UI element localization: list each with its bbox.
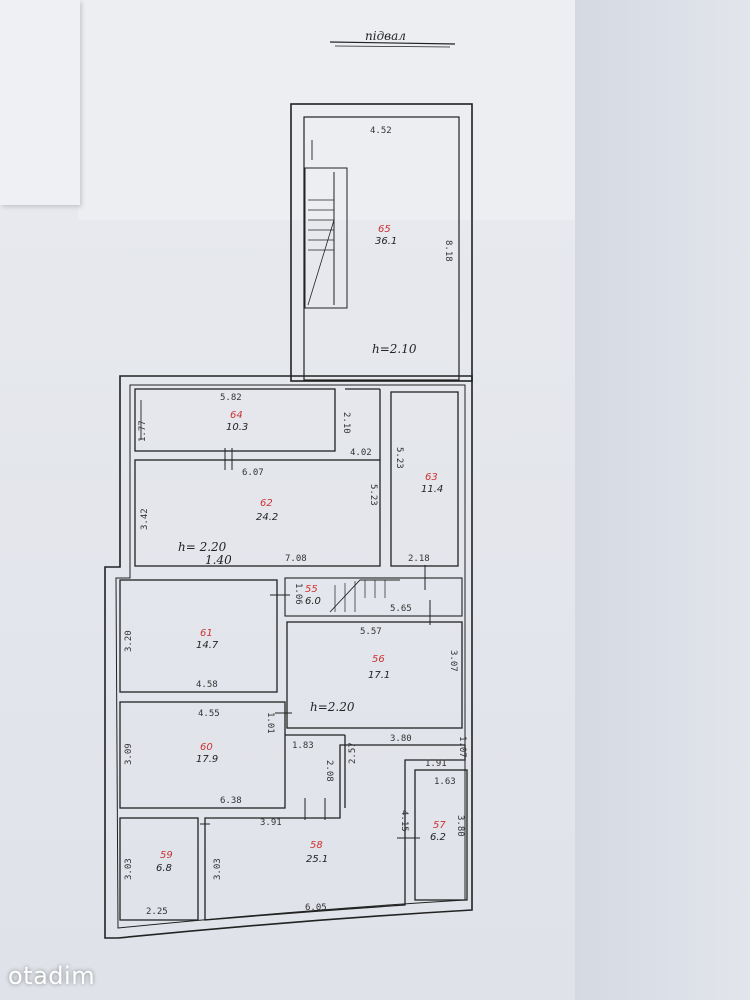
dim-label: 1.77 [138, 420, 148, 442]
room-area: 6.2 [430, 832, 446, 843]
room-number: 55 [305, 584, 318, 595]
dim-label: 4.52 [370, 126, 392, 136]
watermark-logo: otadim [8, 962, 96, 990]
room-height: h=2.10 [372, 342, 417, 356]
room-number: 63 [425, 472, 438, 483]
dim-label: 3.80 [390, 734, 412, 744]
room-height: h=2.20 [310, 700, 355, 714]
room-number: 60 [200, 742, 213, 753]
dim-label: 2.10 [341, 412, 351, 434]
dim-label: 2.57 [348, 742, 358, 764]
room-area: 25.1 [306, 854, 328, 865]
room-number: 56 [372, 654, 385, 665]
dim-label: 1.91 [425, 759, 447, 769]
dim-label: 6.38 [220, 796, 242, 806]
dim-label: 7.08 [285, 554, 307, 564]
dim-label: 2.18 [408, 554, 430, 564]
room-area: 17.1 [368, 670, 390, 681]
room-number: 64 [230, 410, 243, 421]
room-number: 62 [260, 498, 273, 509]
room-height: h= 2.20 [178, 540, 227, 554]
dim-label: 3.42 [140, 508, 150, 530]
dim-label: 3.07 [448, 650, 458, 672]
dim-label: 1.06 [293, 583, 303, 605]
room-number: 61 [200, 628, 213, 639]
plan-title: підвал [365, 29, 406, 43]
dim-label: 5.23 [394, 447, 404, 469]
paper-edge-right [575, 0, 750, 1000]
room-area: 14.7 [196, 640, 219, 651]
paper-fold-left [0, 0, 80, 205]
dim-label: 8.18 [443, 240, 453, 262]
room-number: 59 [160, 850, 173, 861]
room-number: 65 [378, 224, 391, 235]
room-area: 36.1 [375, 236, 397, 247]
dim-label: 5.57 [360, 627, 382, 637]
paper-sheet-top [78, 0, 598, 220]
paper-sheet [0, 205, 600, 1000]
dim-label: 4.02 [350, 448, 372, 458]
room-area: 11.4 [421, 484, 443, 495]
dim-label: 4.15 [399, 810, 409, 832]
dim-label: 2.25 [146, 907, 168, 917]
dim-label: 5.23 [368, 484, 378, 506]
room-area: 10.3 [226, 422, 248, 433]
dim-label: 1.07 [457, 736, 467, 758]
room-number: 58 [310, 840, 323, 851]
dim-label: 5.82 [220, 393, 242, 403]
dim-label: 3.03 [213, 858, 223, 880]
room-number: 57 [433, 820, 446, 831]
dim-label: 4.58 [196, 680, 218, 690]
room-area: 6.8 [156, 863, 172, 874]
dim-label: 3.80 [455, 815, 465, 837]
room-area: 6.0 [305, 596, 321, 607]
dim-label: 3.20 [124, 630, 134, 652]
dim-label: 1.01 [265, 712, 275, 734]
room-area: 17.9 [196, 754, 218, 765]
dim-label: 6.07 [242, 468, 264, 478]
dim-label: 6.05 [305, 903, 327, 913]
dim-label: 1.63 [434, 777, 456, 787]
dim-label: 5.65 [390, 604, 412, 614]
dim-label: 4.55 [198, 709, 220, 719]
room-area: 24.2 [256, 512, 278, 523]
dim-label: 3.91 [260, 818, 282, 828]
dim-label: 3.09 [124, 743, 134, 765]
dim-label: 1.83 [292, 741, 314, 751]
dim-label: 2.08 [324, 760, 334, 782]
room-height-secondary: 1.40 [205, 553, 232, 567]
dim-label: 3.03 [124, 858, 134, 880]
